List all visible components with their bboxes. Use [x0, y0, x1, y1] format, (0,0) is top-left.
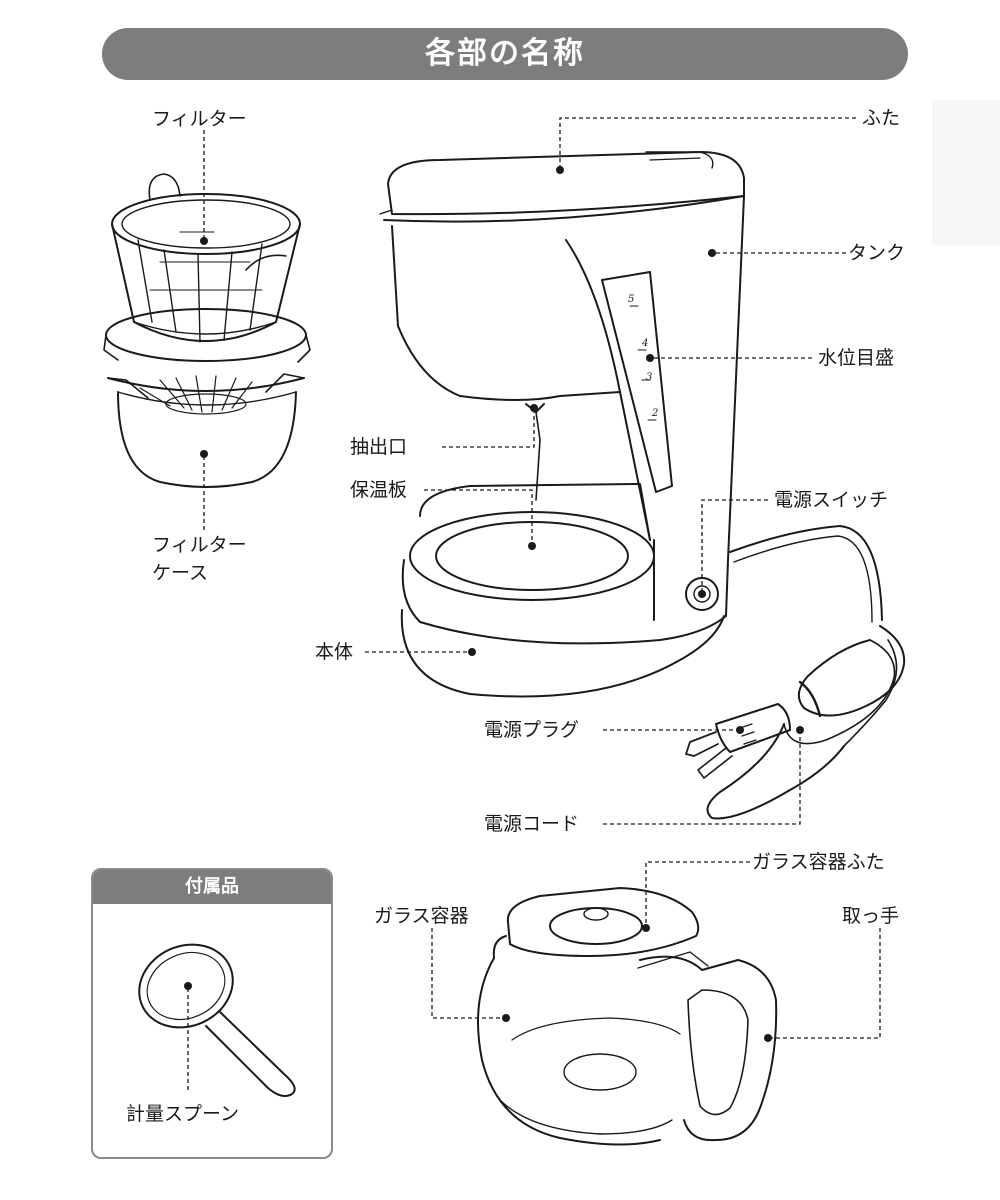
label-warming-plate: 保温板: [350, 479, 408, 501]
label-filter-case-line1: フィルター: [152, 534, 247, 556]
accessories-title: 付属品: [185, 876, 239, 897]
label-filter: フィルター: [152, 108, 247, 130]
side-tab: [932, 100, 1000, 245]
measuring-spoon-illustration: [138, 943, 296, 1097]
filter-case-illustration: [103, 308, 311, 488]
gauge-ticks: [629, 305, 657, 421]
page-title: 各部の名称: [425, 36, 585, 71]
label-water-gauge: 水位目盛: [818, 347, 895, 369]
label-body: 本体: [315, 641, 354, 663]
filter-illustration: [111, 173, 301, 343]
gauge-mark-2: 2: [651, 408, 658, 419]
label-measuring-spoon: 計量スプーン: [126, 1103, 240, 1125]
label-lid: ふた: [862, 107, 901, 129]
title-banner: 各部の名称: [102, 28, 908, 80]
label-tank: タンク: [848, 242, 906, 264]
label-power-switch: 電源スイッチ: [774, 489, 889, 511]
gauge-mark-5: 5: [628, 294, 634, 305]
leader-lines: [187, 117, 881, 1092]
accessories-box: 付属品: [91, 868, 333, 1159]
label-filter-case-line2: ケース: [152, 562, 209, 584]
label-glass-lid: ガラス容器ふた: [752, 851, 885, 873]
label-glass-carafe: ガラス容器: [374, 905, 469, 927]
gauge-mark-4: 4: [641, 338, 648, 349]
label-outlet: 抽出口: [350, 436, 408, 458]
gauge-mark-3: 3: [646, 372, 652, 383]
accessories-header: 付属品: [93, 870, 331, 904]
label-power-cord: 電源コード: [484, 813, 580, 835]
leader-dots: [184, 166, 804, 1042]
glass-carafe-illustration: [477, 887, 778, 1146]
coffee-maker-illustration: [379, 151, 906, 820]
label-handle: 取っ手: [842, 905, 900, 927]
label-power-plug: 電源プラグ: [484, 719, 580, 741]
